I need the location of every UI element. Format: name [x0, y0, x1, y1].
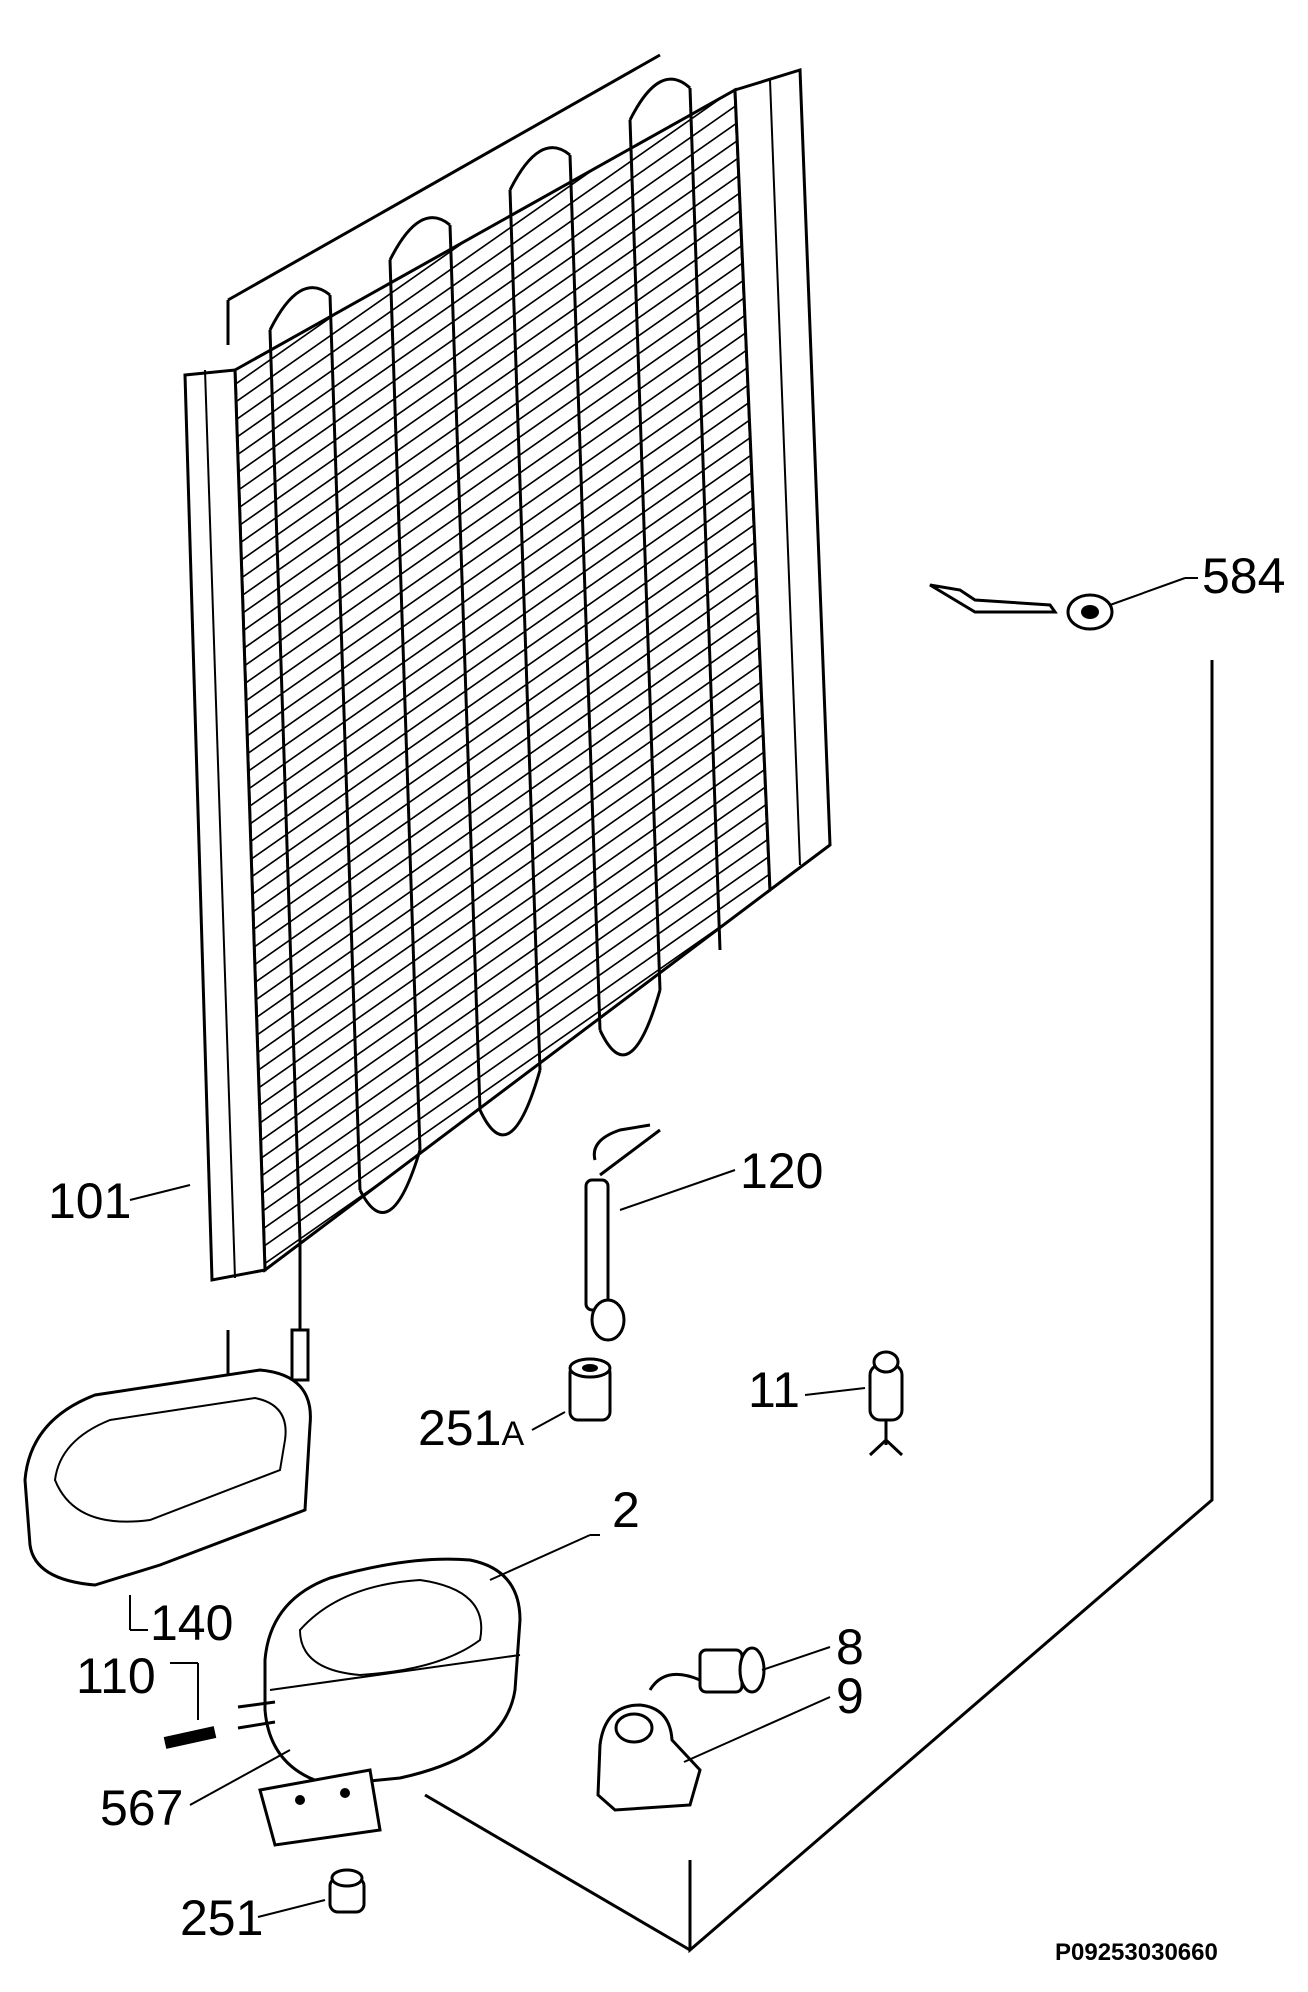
part-567-leader — [189, 1749, 291, 1806]
reference-code: P09253030660 — [1055, 1939, 1218, 1966]
cabinet-outline — [226, 53, 1214, 1954]
label-2: 2 — [612, 1482, 640, 1538]
label-110: 110 — [76, 1648, 156, 1704]
label-8: 8 — [836, 1619, 864, 1675]
part-11-relay — [804, 1350, 904, 1457]
part-140-drip-tray — [23, 1368, 312, 1631]
label-251a: 251A — [418, 1400, 524, 1456]
part-2-compressor — [237, 1534, 600, 1847]
label-120: 120 — [740, 1143, 823, 1199]
label-9: 9 — [836, 1668, 864, 1724]
label-140: 140 — [150, 1595, 233, 1651]
part-251-grommet — [257, 1868, 366, 1918]
label-567: 567 — [100, 1780, 183, 1836]
part-8-9-protector — [596, 1646, 831, 1812]
part-110-pin — [163, 1662, 217, 1749]
part-120-drier — [584, 1123, 736, 1342]
label-11: 11 — [748, 1362, 800, 1418]
condenser — [183, 67, 832, 1382]
label-251: 251 — [180, 1890, 263, 1946]
label-101: 101 — [48, 1173, 131, 1229]
part-251a-grommet — [531, 1357, 612, 1431]
label-584: 584 — [1202, 548, 1285, 604]
part-584-sensor — [929, 577, 1198, 631]
